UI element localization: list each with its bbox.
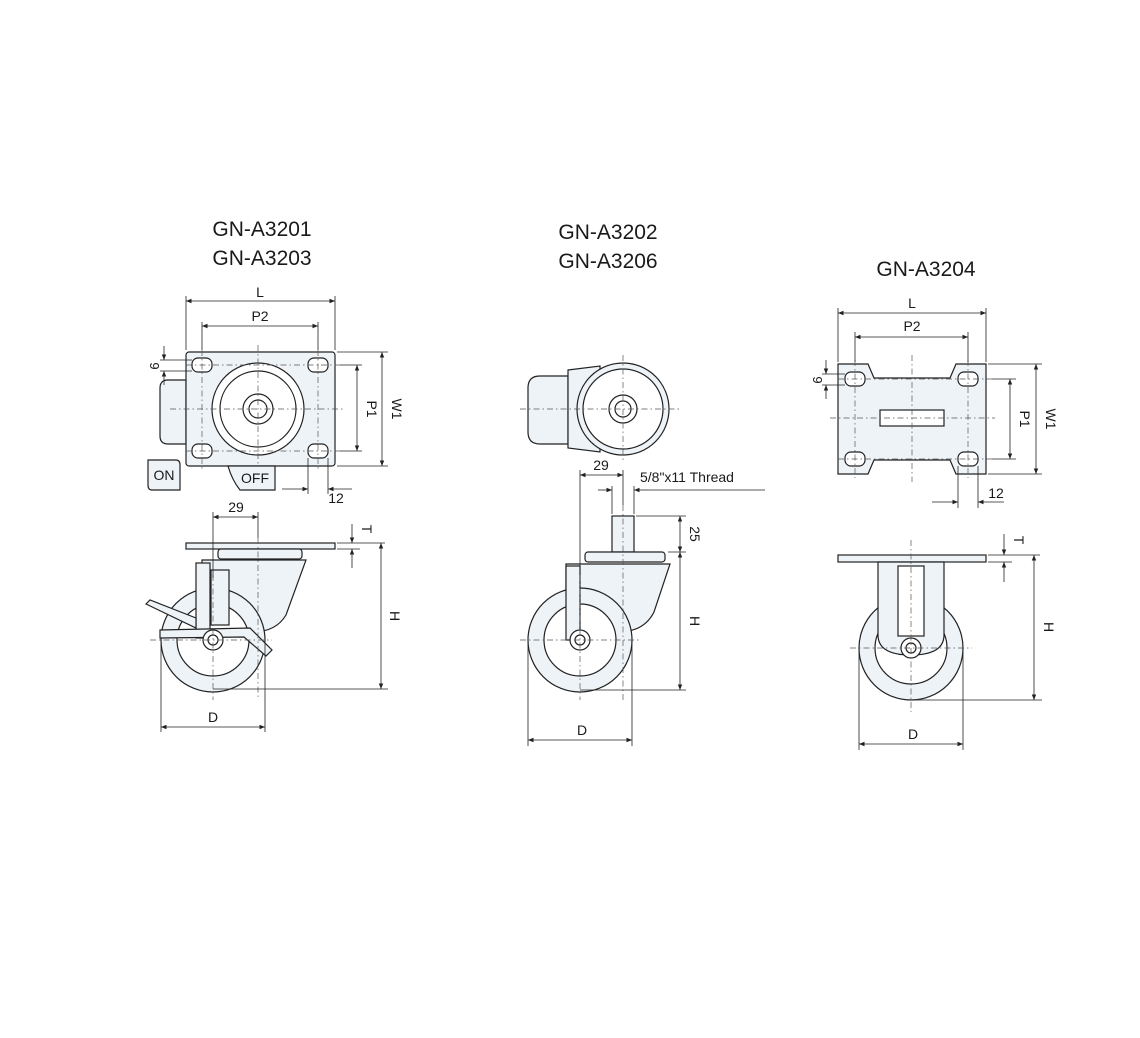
dim-L: L bbox=[256, 284, 264, 300]
dim-D: D bbox=[908, 726, 918, 742]
side-plate bbox=[185, 542, 336, 550]
dim-H: H bbox=[687, 616, 703, 626]
figure-title-2a: GN-A3202 bbox=[558, 221, 657, 244]
dim-offset: 29 bbox=[593, 457, 609, 473]
side-view-threaded-swivel: 29 5/8"x11 Thread 25 H D bbox=[520, 457, 765, 746]
fork-leg bbox=[565, 565, 581, 641]
side-plate bbox=[837, 554, 987, 563]
dim-thread: 5/8"x11 Thread bbox=[640, 469, 734, 485]
rigid-fork-inner bbox=[897, 565, 925, 637]
dim-H: H bbox=[1041, 622, 1057, 632]
dim-L: L bbox=[908, 295, 916, 311]
brake-pedal-on bbox=[147, 459, 181, 491]
wheel-top-shadow bbox=[527, 375, 569, 445]
top-view-brake-swivel: ON OFF L P2 W1 P1 bbox=[147, 284, 405, 506]
dim-edge: 12 bbox=[988, 485, 1004, 501]
figure-title-1b: GN-A3203 bbox=[212, 247, 311, 270]
dim-P2: P2 bbox=[903, 318, 920, 334]
dim-P2: P2 bbox=[251, 308, 268, 324]
side-view-brake-swivel: 29 T H D bbox=[144, 499, 403, 732]
dim-hole: 9 bbox=[147, 362, 162, 369]
figure-threaded-swivel: GN-A3202 GN-A3206 bbox=[520, 221, 765, 746]
brake-arm bbox=[210, 569, 230, 626]
figure-title-2b: GN-A3206 bbox=[558, 250, 657, 273]
swivel-bearing bbox=[217, 548, 303, 560]
dim-edge: 12 bbox=[328, 490, 344, 506]
dim-T: T bbox=[359, 525, 375, 534]
swivel-bearing bbox=[584, 551, 666, 563]
label-off: OFF bbox=[241, 470, 269, 486]
dim-hole: 9 bbox=[810, 376, 825, 383]
side-view-rigid: T H D bbox=[837, 534, 1057, 750]
brake-lever bbox=[159, 627, 273, 657]
dim-H: H bbox=[387, 611, 403, 621]
dim-stem: 25 bbox=[687, 526, 703, 542]
brake-pedal-off bbox=[227, 465, 276, 491]
label-on: ON bbox=[154, 467, 175, 483]
dim-W1: W1 bbox=[1043, 409, 1059, 430]
dim-P1: P1 bbox=[364, 400, 380, 417]
dim-W1: W1 bbox=[389, 399, 405, 420]
dim-T: T bbox=[1011, 536, 1027, 545]
fork-leg bbox=[195, 562, 211, 639]
dim-P1: P1 bbox=[1017, 410, 1033, 427]
top-view-rigid: L P2 W1 P1 9 12 bbox=[810, 295, 1059, 508]
figure-rigid: GN-A3204 L P2 bbox=[810, 258, 1059, 750]
dim-D: D bbox=[577, 722, 587, 738]
figure-brake-swivel: GN-A3201 GN-A3203 ON OFF bbox=[144, 218, 405, 732]
brake-tab bbox=[159, 379, 187, 445]
dim-D: D bbox=[208, 709, 218, 725]
dim-offset: 29 bbox=[228, 499, 244, 515]
top-view-threaded-swivel bbox=[520, 355, 680, 462]
brake-pedal-side bbox=[144, 599, 197, 629]
figure-title-1a: GN-A3201 bbox=[212, 218, 311, 241]
figure-title-3: GN-A3204 bbox=[876, 258, 976, 281]
